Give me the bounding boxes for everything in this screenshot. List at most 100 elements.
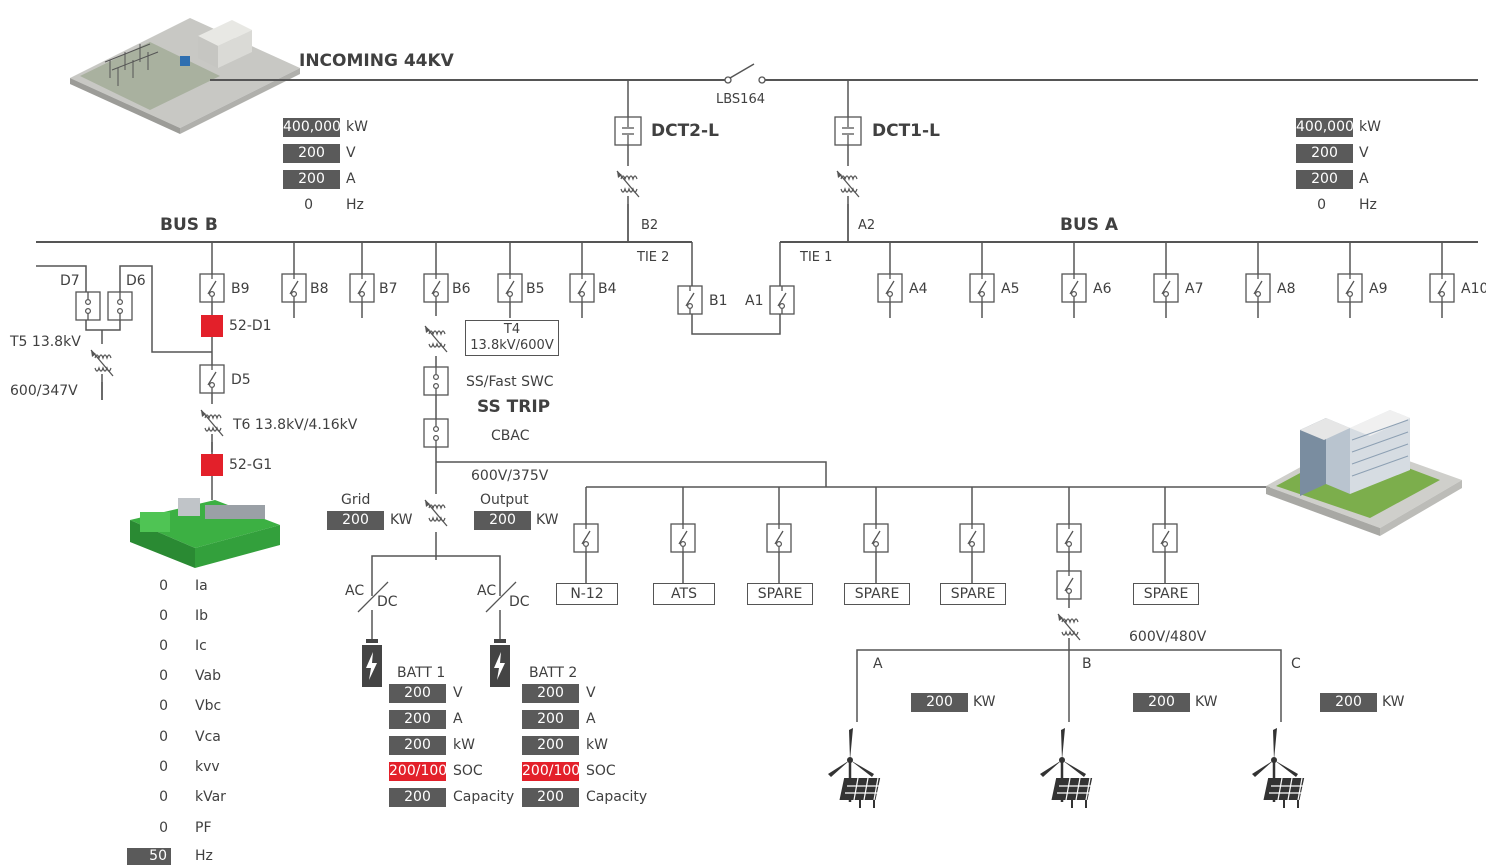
phase-c-label: C [1291, 656, 1301, 672]
batt2-v-unit: V [586, 685, 596, 701]
meter-right-kw-unit: kW [1359, 119, 1381, 135]
renewables-volt-label: 600V/480V [1129, 629, 1207, 645]
dct2-breaker-icon[interactable] [614, 116, 642, 146]
t4-box: T4 13.8kV/600V [465, 320, 559, 356]
batt1-kw-value: 200 [389, 736, 446, 755]
feeder-label-b8: B8 [310, 281, 329, 297]
feeder-label-b9: B9 [231, 281, 250, 297]
wind-solar-a-icon [826, 726, 886, 810]
gen-pf-value: 0 [159, 820, 168, 836]
load-feeder-spare-4[interactable]: SPARE [1133, 583, 1199, 605]
feeder-label-b4: B4 [598, 281, 617, 297]
b4-breaker-icon[interactable] [569, 273, 595, 303]
output-unit: KW [536, 512, 559, 528]
a1-breaker-icon[interactable] [769, 285, 795, 315]
a4-breaker-icon[interactable] [877, 273, 903, 303]
gen-vab-label: Vab [195, 668, 221, 684]
gen-pf-label: PF [195, 820, 212, 836]
gen-vca-value: 0 [159, 729, 168, 745]
load-feeder-n12[interactable]: N-12 [556, 583, 618, 605]
d5-breaker-icon[interactable] [199, 364, 225, 394]
wind-solar-c-icon [1250, 726, 1310, 810]
a2-label: A2 [858, 218, 876, 233]
load-feeder-ats[interactable]: ATS [653, 583, 715, 605]
52-d1-breaker[interactable] [201, 315, 223, 337]
batt1-soc-unit: SOC [453, 763, 483, 779]
ats-breaker-icon[interactable] [670, 523, 696, 553]
ac-dc-converter-2-icon [485, 581, 517, 613]
ss-fast-swc-icon[interactable] [423, 366, 449, 396]
feeder-label-a6: A6 [1093, 281, 1112, 297]
t5-secondary-label: 600/347V [10, 383, 78, 399]
dct1-breaker-icon[interactable] [834, 116, 862, 146]
batt1-soc-value: 200/100 [389, 762, 448, 781]
bus-a-label: BUS A [1060, 215, 1119, 235]
ac-label-2: AC [477, 583, 497, 599]
a6-breaker-icon[interactable] [1061, 273, 1087, 303]
batt1-a-value: 200 [389, 710, 446, 729]
dct1-label: DCT1-L [872, 121, 940, 141]
batt2-v-value: 200 [522, 684, 579, 703]
n12-breaker-icon[interactable] [573, 523, 599, 553]
tie1-label: TIE 1 [800, 250, 833, 265]
tie-connection [691, 242, 781, 335]
b9-breaker-icon[interactable] [199, 273, 225, 303]
renew-b-kw-value: 200 [1133, 693, 1190, 712]
batt1-v-value: 200 [389, 684, 446, 703]
a8-breaker-icon[interactable] [1245, 273, 1271, 303]
renewables-breaker-icon[interactable] [1056, 523, 1082, 553]
a10-breaker-icon[interactable] [1429, 273, 1455, 303]
cbac-label: CBAC [491, 428, 530, 444]
spare4-breaker-icon[interactable] [1152, 523, 1178, 553]
b1-label: B1 [709, 293, 728, 309]
gen-ib-label: Ib [195, 608, 209, 624]
output-label: Output [480, 492, 529, 508]
spare2-breaker-icon[interactable] [863, 523, 889, 553]
b8-breaker-icon[interactable] [281, 273, 307, 303]
gen-vbc-label: Vbc [195, 698, 222, 714]
feeder-label-a7: A7 [1185, 281, 1204, 297]
feeder-label-b6: B6 [452, 281, 471, 297]
b5-breaker-icon[interactable] [497, 273, 523, 303]
feeder-label-a10: A10 [1461, 281, 1486, 297]
batt2-soc-unit: SOC [586, 763, 616, 779]
renew-a-kw-value: 200 [911, 693, 968, 712]
load-feeder-spare-2[interactable]: SPARE [844, 583, 910, 605]
gen-hz-label: Hz [195, 848, 213, 864]
a9-breaker-icon[interactable] [1337, 273, 1363, 303]
gen-kvar-label: kVar [195, 789, 226, 805]
cbac-breaker-icon[interactable] [423, 418, 449, 448]
renewables-breaker-2-icon[interactable] [1056, 570, 1082, 600]
renew-b-kw-unit: KW [1195, 694, 1218, 710]
gen-ic-value: 0 [159, 638, 168, 654]
output-value: 200 [474, 511, 531, 530]
lbs164-label: LBS164 [716, 92, 765, 107]
meter-right-hz-value: 0 [1317, 197, 1326, 213]
feeder-label-b7: B7 [379, 281, 398, 297]
feeder-label-a5: A5 [1001, 281, 1020, 297]
dc-label-1: DC [377, 594, 398, 610]
b1-breaker-icon[interactable] [677, 285, 703, 315]
load-feeder-spare-3[interactable]: SPARE [940, 583, 1006, 605]
a7-breaker-icon[interactable] [1153, 273, 1179, 303]
wind-solar-b-icon [1038, 726, 1098, 810]
d6-breaker-icon[interactable] [107, 291, 133, 321]
b6-breaker-icon[interactable] [423, 273, 449, 303]
b2-label: B2 [641, 218, 659, 233]
incoming-label: INCOMING 44KV [299, 51, 454, 71]
52-g1-breaker[interactable] [201, 454, 223, 476]
b7-breaker-icon[interactable] [349, 273, 375, 303]
a5-breaker-icon[interactable] [969, 273, 995, 303]
batt2-soc-value: 200/100 [522, 762, 581, 781]
spare3-breaker-icon[interactable] [959, 523, 985, 553]
batt1-label: BATT 1 [397, 665, 446, 681]
batt2-kw-value: 200 [522, 736, 579, 755]
spare1-breaker-icon[interactable] [766, 523, 792, 553]
d7-breaker-icon[interactable] [75, 291, 101, 321]
dct2-label: DCT2-L [651, 121, 719, 141]
gen-hz-value: 50 [127, 848, 171, 865]
meter-right-v-value: 200 [1296, 144, 1353, 163]
load-feeder-spare-1[interactable]: SPARE [747, 583, 813, 605]
feeder-label-a8: A8 [1277, 281, 1296, 297]
batt2-label: BATT 2 [529, 665, 578, 681]
